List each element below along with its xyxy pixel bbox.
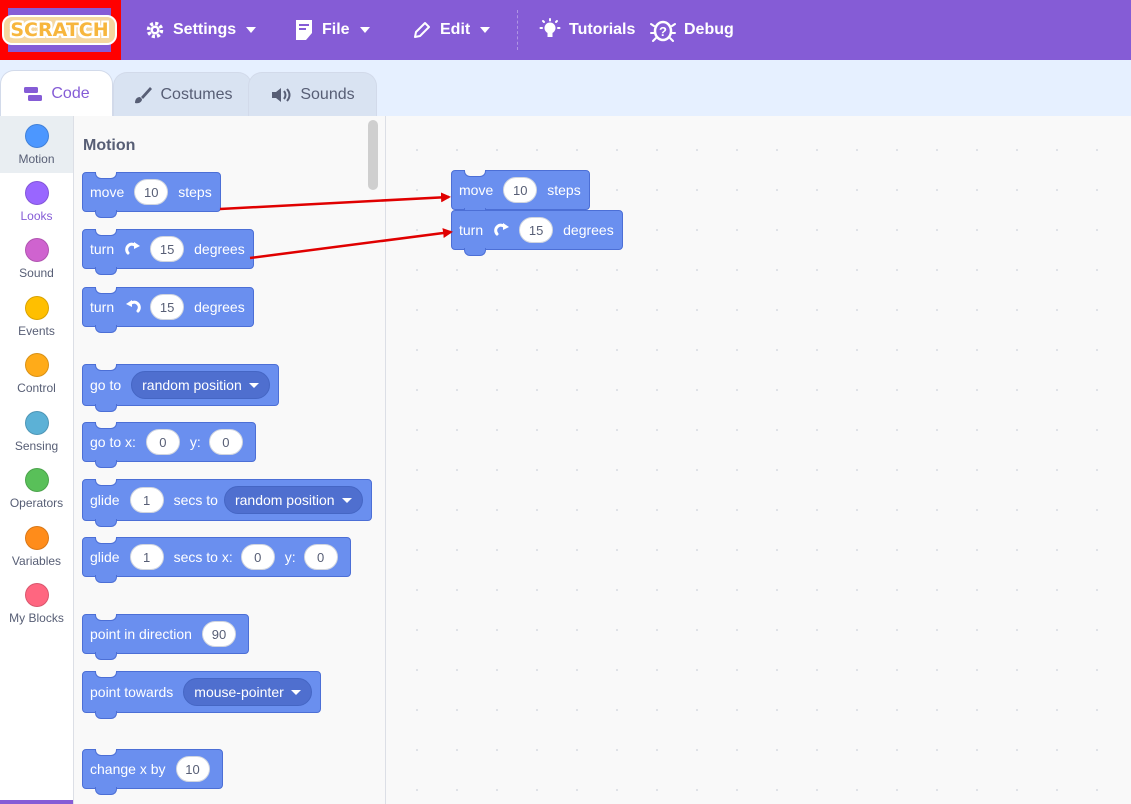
tab-costumes[interactable]: Costumes bbox=[113, 72, 252, 116]
category-operators[interactable]: Operators bbox=[0, 460, 73, 517]
pencil-icon bbox=[414, 22, 430, 38]
events-dot-icon bbox=[24, 296, 49, 320]
dropdown-caret-icon bbox=[290, 689, 301, 695]
category-variables[interactable]: Variables bbox=[0, 518, 73, 575]
glide-secs-input[interactable]: 1 bbox=[129, 487, 164, 513]
tab-code[interactable]: Code bbox=[0, 70, 113, 116]
speaker-icon bbox=[272, 87, 291, 102]
palette-scrollbar[interactable] bbox=[368, 120, 378, 190]
gear-icon bbox=[146, 21, 164, 39]
change-x-input[interactable]: 10 bbox=[175, 756, 210, 782]
direction-input[interactable]: 90 bbox=[201, 621, 236, 647]
turn-right-degrees-input[interactable]: 15 bbox=[150, 236, 185, 262]
goto-y-input[interactable]: 0 bbox=[208, 429, 243, 455]
dropdown-caret-icon bbox=[341, 497, 352, 503]
palette-glide-xy-block[interactable]: glide 1 secs to x: 0 y: 0 bbox=[82, 537, 351, 583]
tab-costumes-label: Costumes bbox=[160, 85, 233, 103]
goto-x-input[interactable]: 0 bbox=[145, 429, 180, 455]
tab-sounds[interactable]: Sounds bbox=[248, 72, 377, 116]
debug-bug-icon: ? bbox=[650, 20, 676, 42]
logo-highlight-box: SCRATCH bbox=[0, 0, 121, 62]
variables-dot-icon bbox=[24, 526, 49, 550]
script-move-block[interactable]: move 10 steps bbox=[451, 170, 590, 216]
edit-label: Edit bbox=[440, 21, 471, 38]
palette-point-towards-block[interactable]: point towards mouse-pointer bbox=[82, 671, 321, 719]
palette-change-x-block[interactable]: change x by 10 bbox=[82, 749, 223, 795]
looks-dot-icon bbox=[24, 181, 49, 205]
category-sound[interactable]: Sound bbox=[0, 230, 73, 287]
goto-target-dropdown[interactable]: random position bbox=[131, 371, 270, 399]
glide-x-input[interactable]: 0 bbox=[240, 544, 275, 570]
scratch-logo[interactable]: SCRATCH bbox=[2, 8, 117, 52]
sensing-dot-icon bbox=[24, 411, 49, 435]
script-turn-degrees-input[interactable]: 15 bbox=[519, 217, 554, 243]
palette-move-block[interactable]: move 10 steps bbox=[82, 172, 221, 218]
script-turn-block[interactable]: turn 15 degrees bbox=[451, 210, 623, 256]
category-scroll-indicator bbox=[0, 800, 73, 804]
motion-dot-icon bbox=[24, 124, 49, 148]
glide-xy-secs-input[interactable]: 1 bbox=[129, 544, 164, 570]
editor-tabs: Code Costumes Sounds bbox=[0, 60, 1131, 116]
palette-turn-left-block[interactable]: turn 15 degrees bbox=[82, 287, 254, 333]
palette-goto-xy-block[interactable]: go to x: 0 y: 0 bbox=[82, 422, 256, 468]
file-icon bbox=[296, 20, 312, 40]
file-label: File bbox=[322, 21, 350, 38]
palette-goto-block[interactable]: go to random position bbox=[82, 364, 279, 412]
chevron-down-icon bbox=[480, 27, 491, 33]
category-motion[interactable]: Motion bbox=[0, 116, 73, 173]
move-steps-input[interactable]: 10 bbox=[134, 179, 169, 205]
category-my-blocks[interactable]: My Blocks bbox=[0, 575, 73, 632]
sound-dot-icon bbox=[24, 238, 49, 262]
block-palette: Motion move 10 steps turn 15 degrees tur… bbox=[74, 116, 386, 804]
tab-sounds-label: Sounds bbox=[300, 85, 355, 103]
settings-label: Settings bbox=[173, 21, 237, 38]
script-workspace[interactable]: move 10 steps turn 15 degrees bbox=[387, 116, 1131, 804]
my-blocks-dot-icon bbox=[24, 583, 49, 607]
script-move-steps-input[interactable]: 10 bbox=[503, 177, 538, 203]
lightbulb-icon bbox=[539, 18, 561, 37]
rotate-clockwise-icon bbox=[125, 242, 141, 255]
category-looks[interactable]: Looks bbox=[0, 173, 73, 230]
control-dot-icon bbox=[24, 353, 49, 377]
dropdown-caret-icon bbox=[248, 382, 259, 388]
rotate-counterclockwise-icon bbox=[126, 300, 141, 313]
category-events[interactable]: Events bbox=[0, 288, 73, 345]
glide-y-input[interactable]: 0 bbox=[303, 544, 338, 570]
code-blocks-icon bbox=[24, 86, 43, 101]
rotate-clockwise-icon bbox=[494, 223, 510, 236]
menu-bar: SCRATCH Settings File Edit Tutorials ? D… bbox=[0, 0, 1131, 62]
palette-section-title: Motion bbox=[83, 137, 136, 154]
tutorials-button[interactable]: Tutorials bbox=[539, 0, 635, 60]
category-menu: Motion Looks Sound Events Control Sensin… bbox=[0, 116, 74, 804]
category-sensing[interactable]: Sensing bbox=[0, 403, 73, 460]
logo-text: SCRATCH bbox=[2, 15, 117, 45]
chevron-down-icon bbox=[246, 27, 257, 33]
debug-button[interactable]: ? Debug bbox=[650, 0, 734, 60]
point-towards-dropdown[interactable]: mouse-pointer bbox=[183, 678, 312, 706]
paintbrush-icon bbox=[135, 86, 153, 103]
edit-menu[interactable]: Edit bbox=[412, 0, 491, 60]
chevron-down-icon bbox=[359, 27, 370, 33]
settings-menu[interactable]: Settings bbox=[145, 0, 257, 60]
tab-code-label: Code bbox=[51, 84, 90, 102]
palette-glide-to-block[interactable]: glide 1 secs to random position bbox=[82, 479, 372, 527]
debug-label: Debug bbox=[684, 21, 734, 38]
palette-turn-right-block[interactable]: turn 15 degrees bbox=[82, 229, 254, 275]
turn-left-degrees-input[interactable]: 15 bbox=[150, 294, 185, 320]
menu-divider bbox=[517, 10, 518, 50]
glide-target-dropdown[interactable]: random position bbox=[223, 486, 363, 514]
svg-text:?: ? bbox=[659, 24, 667, 39]
operators-dot-icon bbox=[24, 468, 49, 492]
file-menu[interactable]: File bbox=[294, 0, 370, 60]
tutorials-label: Tutorials bbox=[569, 21, 636, 38]
palette-point-direction-block[interactable]: point in direction 90 bbox=[82, 614, 249, 660]
category-control[interactable]: Control bbox=[0, 345, 73, 402]
